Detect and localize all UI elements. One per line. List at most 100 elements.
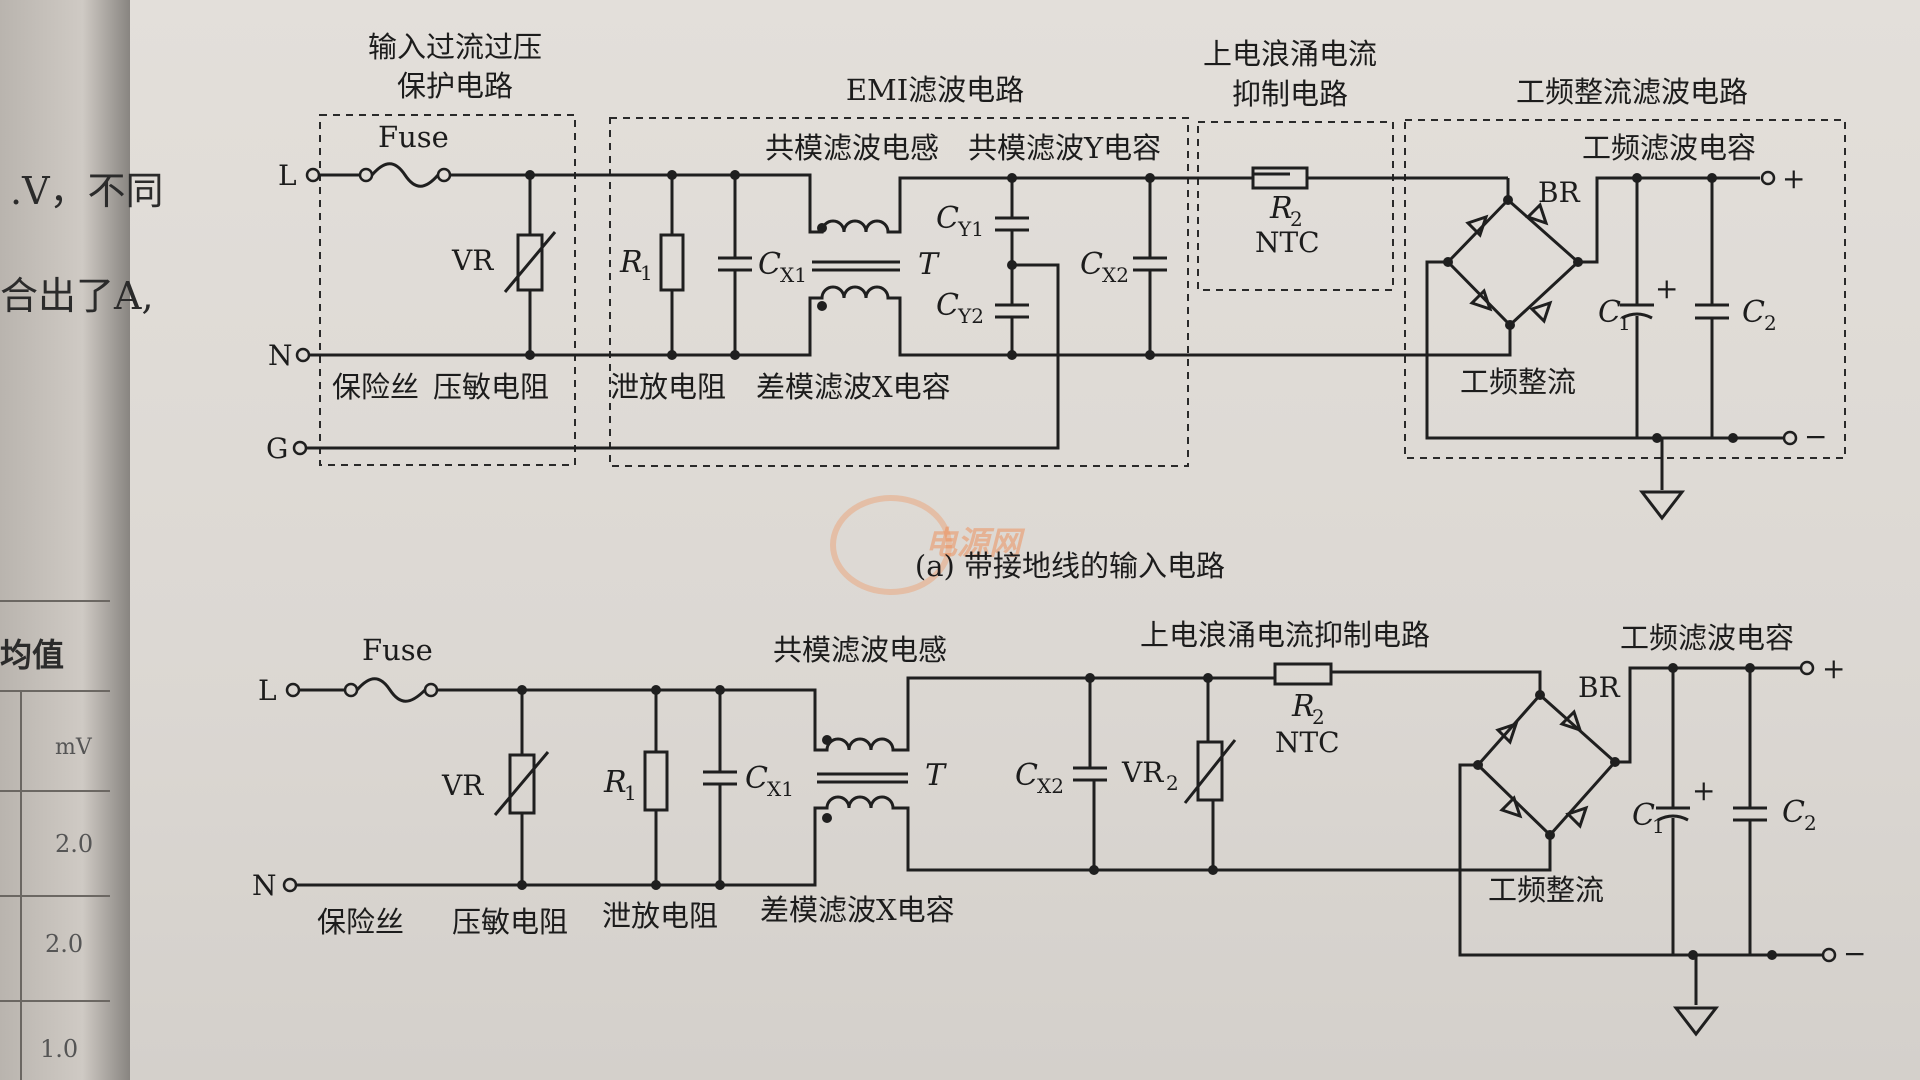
sym-G: G	[266, 432, 288, 465]
varistor-vr2	[1196, 740, 1224, 802]
sym-NTC: NTC	[1255, 226, 1320, 259]
junction	[730, 350, 740, 360]
watermark-logo	[830, 495, 952, 595]
wire	[1331, 670, 1542, 695]
sym-minus: −	[1804, 420, 1827, 453]
junction	[1203, 673, 1213, 683]
sym-R1-sub-b: 1	[624, 781, 637, 805]
fuse-symbol	[370, 162, 440, 188]
junction	[1208, 865, 1218, 875]
fuse-terminal	[343, 682, 359, 698]
capacitor-cx2	[1133, 178, 1167, 355]
varistor-slash	[503, 231, 557, 293]
junction	[1007, 350, 1017, 360]
ground-symbol	[1672, 955, 1720, 1037]
sym-T: T	[918, 247, 940, 282]
label-varistor: 压敏电阻	[433, 370, 549, 404]
sym-CY2-sub: Y2	[957, 304, 984, 328]
box-protection	[319, 114, 576, 466]
sym-C2-b: C	[1782, 795, 1805, 830]
edge-table-cell: mV	[55, 735, 92, 760]
resistor-r1	[659, 233, 685, 292]
sym-CX1-sub-b: X1	[767, 777, 794, 801]
edge-table-header: 均值	[0, 636, 65, 674]
junction	[1652, 433, 1662, 443]
book-binding-edge	[0, 0, 150, 1080]
terminal-N	[282, 877, 298, 893]
table-rule	[0, 790, 110, 792]
table-rule	[0, 895, 110, 897]
output-minus-terminal	[1821, 947, 1837, 963]
inductor-core	[812, 260, 900, 272]
capacitor-c2	[1695, 178, 1729, 438]
junction	[1089, 865, 1099, 875]
bridge-rectifier	[1475, 692, 1618, 838]
sym-R2-sub: 2	[1290, 207, 1303, 231]
sym-NTC-b: NTC	[1275, 726, 1340, 759]
inductor-core	[817, 772, 908, 784]
title-protection-2: 保护电路	[397, 69, 513, 103]
terminal-N	[295, 347, 311, 363]
sym-CX1-sub: X1	[780, 263, 807, 287]
sym-C2-sub-b: 2	[1804, 811, 1817, 835]
sym-BR: BR	[1538, 176, 1581, 209]
sym-plus-b: +	[1822, 652, 1845, 685]
label-rectifier: 工频整流	[1460, 365, 1576, 399]
junction	[1145, 173, 1155, 183]
title-protection: 输入过流过压	[368, 30, 542, 64]
sym-C2-sub: 2	[1764, 311, 1777, 335]
junction	[667, 170, 677, 180]
title-surge-2: 抑制电路	[1232, 77, 1348, 111]
wire	[898, 320, 1512, 357]
sym-C1-sub-b: 1	[1652, 814, 1665, 838]
sym-C1-plus: +	[1655, 272, 1678, 305]
box-surge	[1197, 121, 1394, 291]
varistor-slash	[493, 751, 550, 816]
junction	[715, 880, 725, 890]
edge-table-cell: 2.0	[45, 930, 84, 958]
wire	[1615, 666, 1800, 764]
sym-C2: C	[1742, 295, 1765, 330]
junction	[651, 685, 661, 695]
winding-dot	[817, 223, 827, 233]
junction	[1535, 690, 1545, 700]
sym-BR-b: BR	[1578, 671, 1621, 704]
label-x-cap: 差模滤波X电容	[756, 370, 951, 404]
common-mode-inductor-bottom	[813, 795, 910, 850]
sym-VR: VR	[451, 244, 494, 277]
sym-CX2-b: C	[1015, 758, 1038, 793]
label-fuse: 保险丝	[332, 370, 419, 404]
common-mode-inductor-top	[808, 195, 902, 234]
sym-fuse-b: Fuse	[362, 633, 433, 667]
bridge-rectifier	[1445, 197, 1581, 328]
sym-R2-b: R	[1291, 689, 1315, 724]
ground-wire	[306, 263, 1060, 450]
sym-CY1: C	[936, 201, 959, 236]
label-fuse-b: 保险丝	[317, 905, 404, 939]
box-emi	[609, 117, 1189, 467]
diode-symbols	[1465, 202, 1553, 324]
sym-VR2-b: VR	[1121, 756, 1164, 789]
output-plus-terminal	[1760, 170, 1776, 186]
label-rectifier-b: 工频整流	[1488, 873, 1604, 907]
edge-fragment-2: 合出了A,	[0, 274, 154, 318]
wire	[296, 850, 817, 887]
fuse-terminal	[358, 167, 374, 183]
wire	[1425, 260, 1783, 440]
sym-R1-b: R	[603, 765, 627, 800]
sym-R1: R	[619, 245, 643, 280]
sym-CX2-sub-b: X2	[1037, 774, 1064, 798]
table-rule	[20, 690, 22, 1080]
capacitor-cx2	[1073, 678, 1107, 870]
wire	[437, 688, 817, 710]
wire	[906, 835, 1552, 872]
label-x-cap-b: 差模滤波X电容	[760, 893, 955, 927]
fuse-terminal	[436, 167, 452, 183]
junction	[1668, 663, 1678, 673]
edge-fragment-1: .V，不同	[10, 169, 164, 213]
title-emi: EMI滤波电路	[846, 73, 1024, 107]
terminal-L	[285, 682, 301, 698]
caption-a: (a) 带接地线的输入电路	[915, 549, 1225, 583]
terminal-L	[305, 167, 321, 183]
sym-L-b: L	[258, 674, 277, 707]
